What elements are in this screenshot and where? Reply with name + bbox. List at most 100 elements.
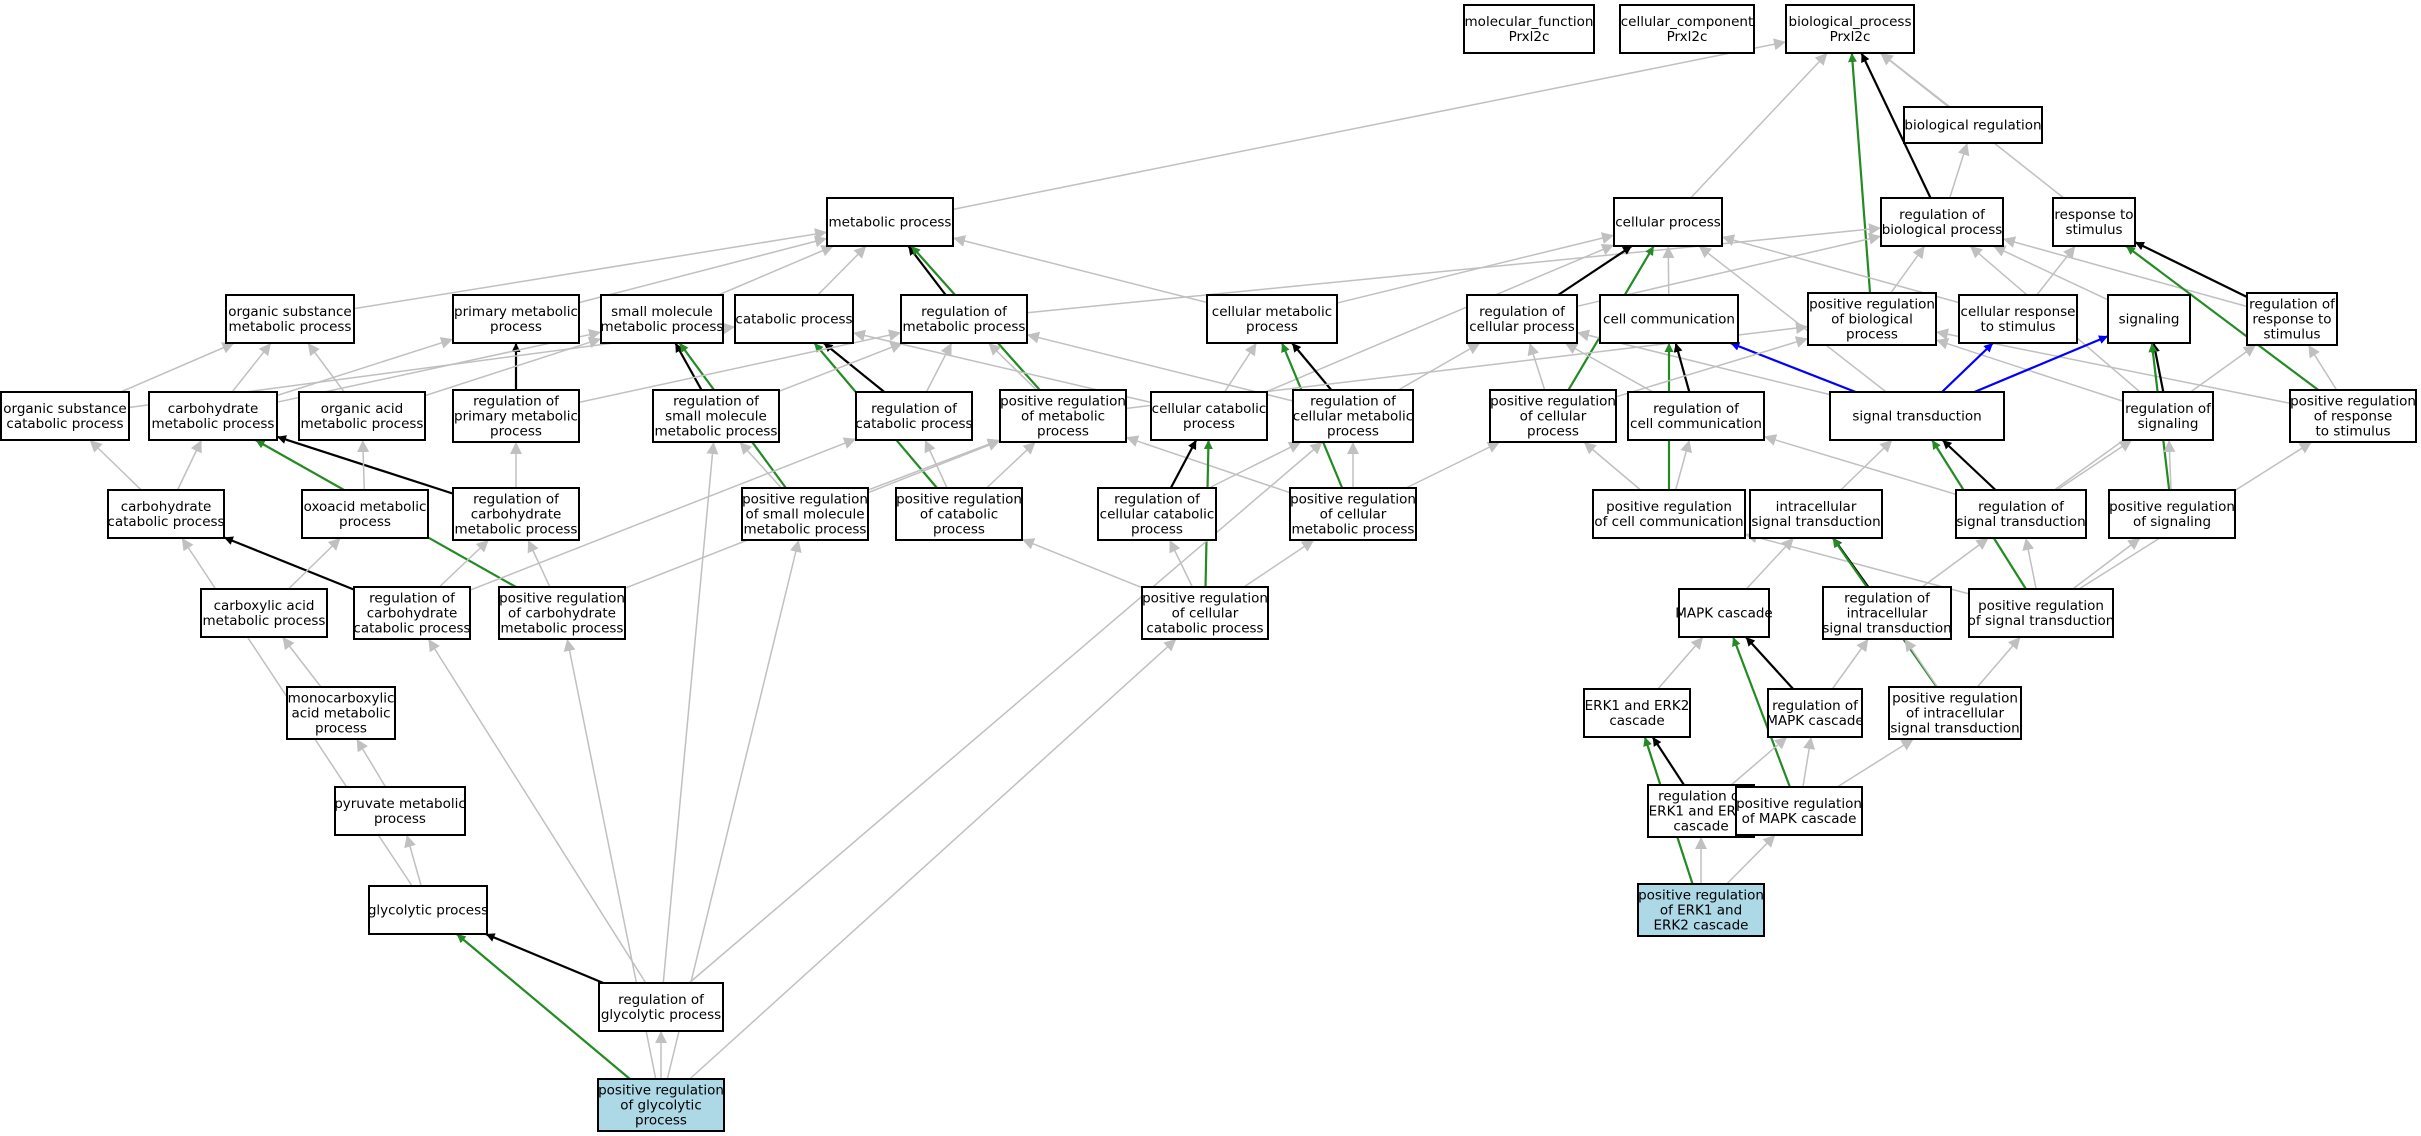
edge-oamp-to-osmp <box>307 342 345 393</box>
edge-mapk-to-ist <box>1745 537 1795 590</box>
term-node-breg[interactable]: biological regulation <box>1903 106 2043 144</box>
term-label-line: positive regulation <box>1809 297 1935 313</box>
term-box <box>1613 197 1723 247</box>
term-label-line: Prxl2c <box>1509 29 1550 45</box>
edge-rerk-to-rmapk <box>1730 736 1788 786</box>
term-box <box>1150 391 1268 441</box>
term-label-line: biological process <box>1882 222 2003 238</box>
term-node-glyc[interactable]: glycolytic process <box>368 885 488 935</box>
edge-sig-to-rbp <box>1992 245 2109 301</box>
term-label-line: of signaling <box>2133 514 2211 530</box>
term-box <box>2122 391 2214 441</box>
term-label-line: to stimulus <box>1981 319 2056 335</box>
edge-mcamp-to-camp <box>281 636 322 688</box>
term-label-line: regulation of <box>2249 297 2336 313</box>
term-node-mp[interactable]: metabolic process <box>826 197 954 247</box>
term-node-ccom[interactable]: cell communication <box>1599 294 1739 344</box>
term-box <box>1829 391 2005 441</box>
term-node-cp[interactable]: cellular process <box>1613 197 1723 247</box>
term-node-catp[interactable]: catabolic process <box>734 294 854 344</box>
edge-chcp-to-chmp <box>176 439 203 491</box>
edge-rsmmp-to-rmp <box>778 341 903 393</box>
term-label-line: positive regulation <box>1736 796 1862 812</box>
term-label-line: small molecule <box>665 409 767 425</box>
term-label-line: to stimulus <box>2316 424 2391 440</box>
term-label-line: regulation of <box>618 992 705 1008</box>
term-label-line: signal transduction <box>1751 514 1880 530</box>
edge-rglyc-to-rchcp <box>427 638 647 984</box>
edge-oscp-to-osmp <box>120 342 235 393</box>
edge-rccom-to-rcp <box>1564 342 1654 393</box>
term-box <box>1637 883 1765 937</box>
term-node-mapk[interactable]: MAPK cascade <box>1675 588 1773 638</box>
term-box <box>2246 292 2338 346</box>
term-label-line: signal transduction <box>1852 409 1981 425</box>
edge-pmp-to-mp <box>578 235 828 304</box>
term-node-st[interactable]: signal transduction <box>1829 391 2005 441</box>
term-node-sig[interactable]: signaling <box>2107 294 2191 344</box>
edge-prerk-to-prmapk <box>1726 834 1776 885</box>
edge-cmp-to-mp <box>952 235 1208 304</box>
term-label-line: regulation of <box>1772 698 1859 714</box>
term-label-line: cascade <box>1609 713 1664 729</box>
edge-rglyc-to-glyc <box>485 932 604 985</box>
